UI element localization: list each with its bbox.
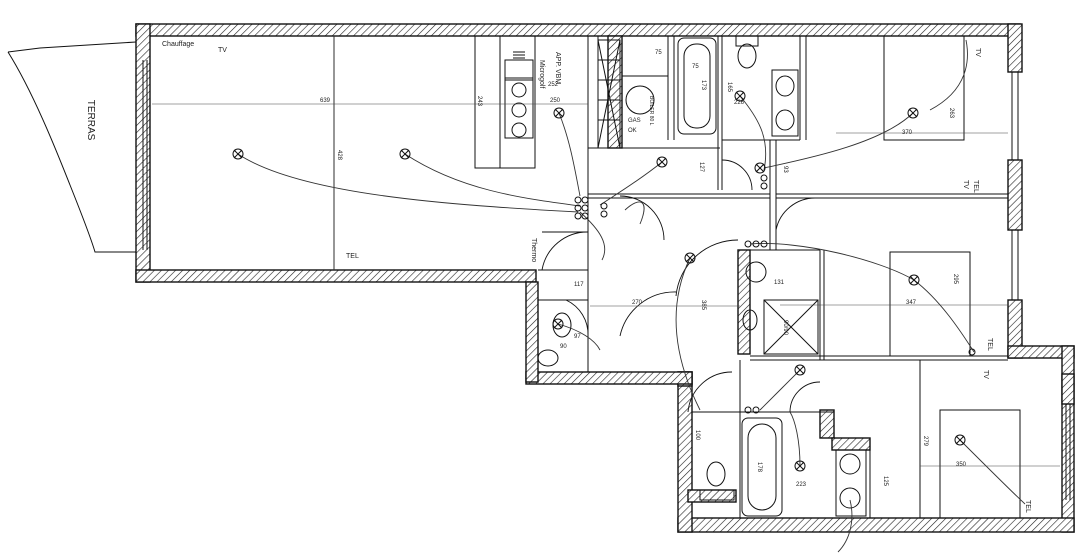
- dim-label: 428: [336, 150, 342, 161]
- room-labels: Chauffage TV Microgolf APP. VBM Thermo G…: [162, 41, 1031, 513]
- microgolf-label: Microgolf: [538, 60, 545, 88]
- dimension-labels: 639 428 243 252 250 75 75 173 165 226 37…: [320, 50, 967, 488]
- dim-label: 127: [698, 162, 704, 173]
- dim-label: 639: [320, 98, 331, 104]
- gas-label: GAS: [628, 118, 641, 124]
- door-swings: [541, 159, 821, 413]
- dim-label: 295: [952, 274, 958, 285]
- dim-label: 165: [726, 82, 732, 93]
- dim-label: 90/90: [782, 320, 788, 336]
- dim-label: 100: [694, 430, 700, 441]
- dim-label: 347: [906, 300, 917, 306]
- tel-label-bedroom2: TEL: [972, 180, 979, 193]
- light-point: [232, 148, 244, 160]
- dim-label: 131: [774, 280, 785, 286]
- light-point: [794, 364, 806, 376]
- dimension-lines: [152, 36, 1060, 467]
- electrical-wiring: [237, 39, 1026, 553]
- dim-label: 223: [796, 482, 807, 488]
- light-point: [754, 162, 766, 174]
- light-points: [232, 90, 966, 472]
- chauffage-label: Chauffage: [162, 41, 194, 48]
- kitchen-counter: [474, 35, 536, 169]
- ok-label: OK: [628, 128, 637, 134]
- dim-label: 117: [574, 282, 584, 288]
- light-point: [794, 460, 806, 472]
- dim-label: 250: [550, 98, 561, 104]
- dim-label: 93: [782, 166, 788, 173]
- dim-label: 173: [700, 80, 706, 91]
- light-point: [734, 90, 746, 102]
- switch-clusters: [574, 174, 976, 414]
- app-vbm-label: APP. VBM: [554, 52, 561, 84]
- storage-closet: [597, 39, 621, 149]
- light-point: [908, 274, 920, 286]
- dim-label: 385: [700, 300, 706, 311]
- tel-label-living: TEL: [346, 253, 359, 260]
- dim-label: 263: [948, 108, 954, 119]
- dim-label: 252: [548, 82, 559, 88]
- tel-label-bedroom4: TEL: [1024, 500, 1031, 513]
- dim-label: 178: [756, 462, 762, 473]
- light-point: [684, 252, 696, 264]
- terrace-label: TERRAS: [85, 100, 96, 141]
- dim-label: 226: [734, 100, 745, 106]
- windows: [142, 60, 1071, 500]
- tv-label-bedroom1: TV: [974, 48, 981, 57]
- dim-label: 270: [632, 300, 643, 306]
- light-point: [552, 318, 564, 330]
- light-point: [656, 156, 668, 168]
- bathroom-fixtures: [537, 35, 867, 517]
- tel-label-bedroom3: TEL: [986, 338, 993, 351]
- dim-label: 75: [692, 64, 699, 70]
- light-point: [954, 434, 966, 446]
- dim-label: 279: [922, 436, 928, 447]
- light-point: [399, 148, 411, 160]
- tv-label-bedroom2: TV: [962, 180, 969, 189]
- light-point: [907, 107, 919, 119]
- dim-label: 350: [956, 462, 967, 468]
- tv-label-living: TV: [218, 47, 227, 54]
- dim-label: 125: [882, 476, 888, 487]
- light-point: [553, 107, 565, 119]
- terrace: TERRAS: [7, 41, 137, 253]
- dim-label: 243: [476, 96, 482, 107]
- tv-label-bedroom3: TV: [982, 370, 989, 379]
- dim-label: 90: [560, 344, 567, 350]
- dim-label: 75: [655, 50, 662, 56]
- thermo-label: Thermo: [530, 238, 537, 262]
- dim-label: 97: [574, 334, 581, 340]
- boiler-label: BOILER 80 L: [648, 96, 654, 126]
- bed-outlines: [883, 35, 1021, 519]
- dim-label: 370: [902, 130, 913, 136]
